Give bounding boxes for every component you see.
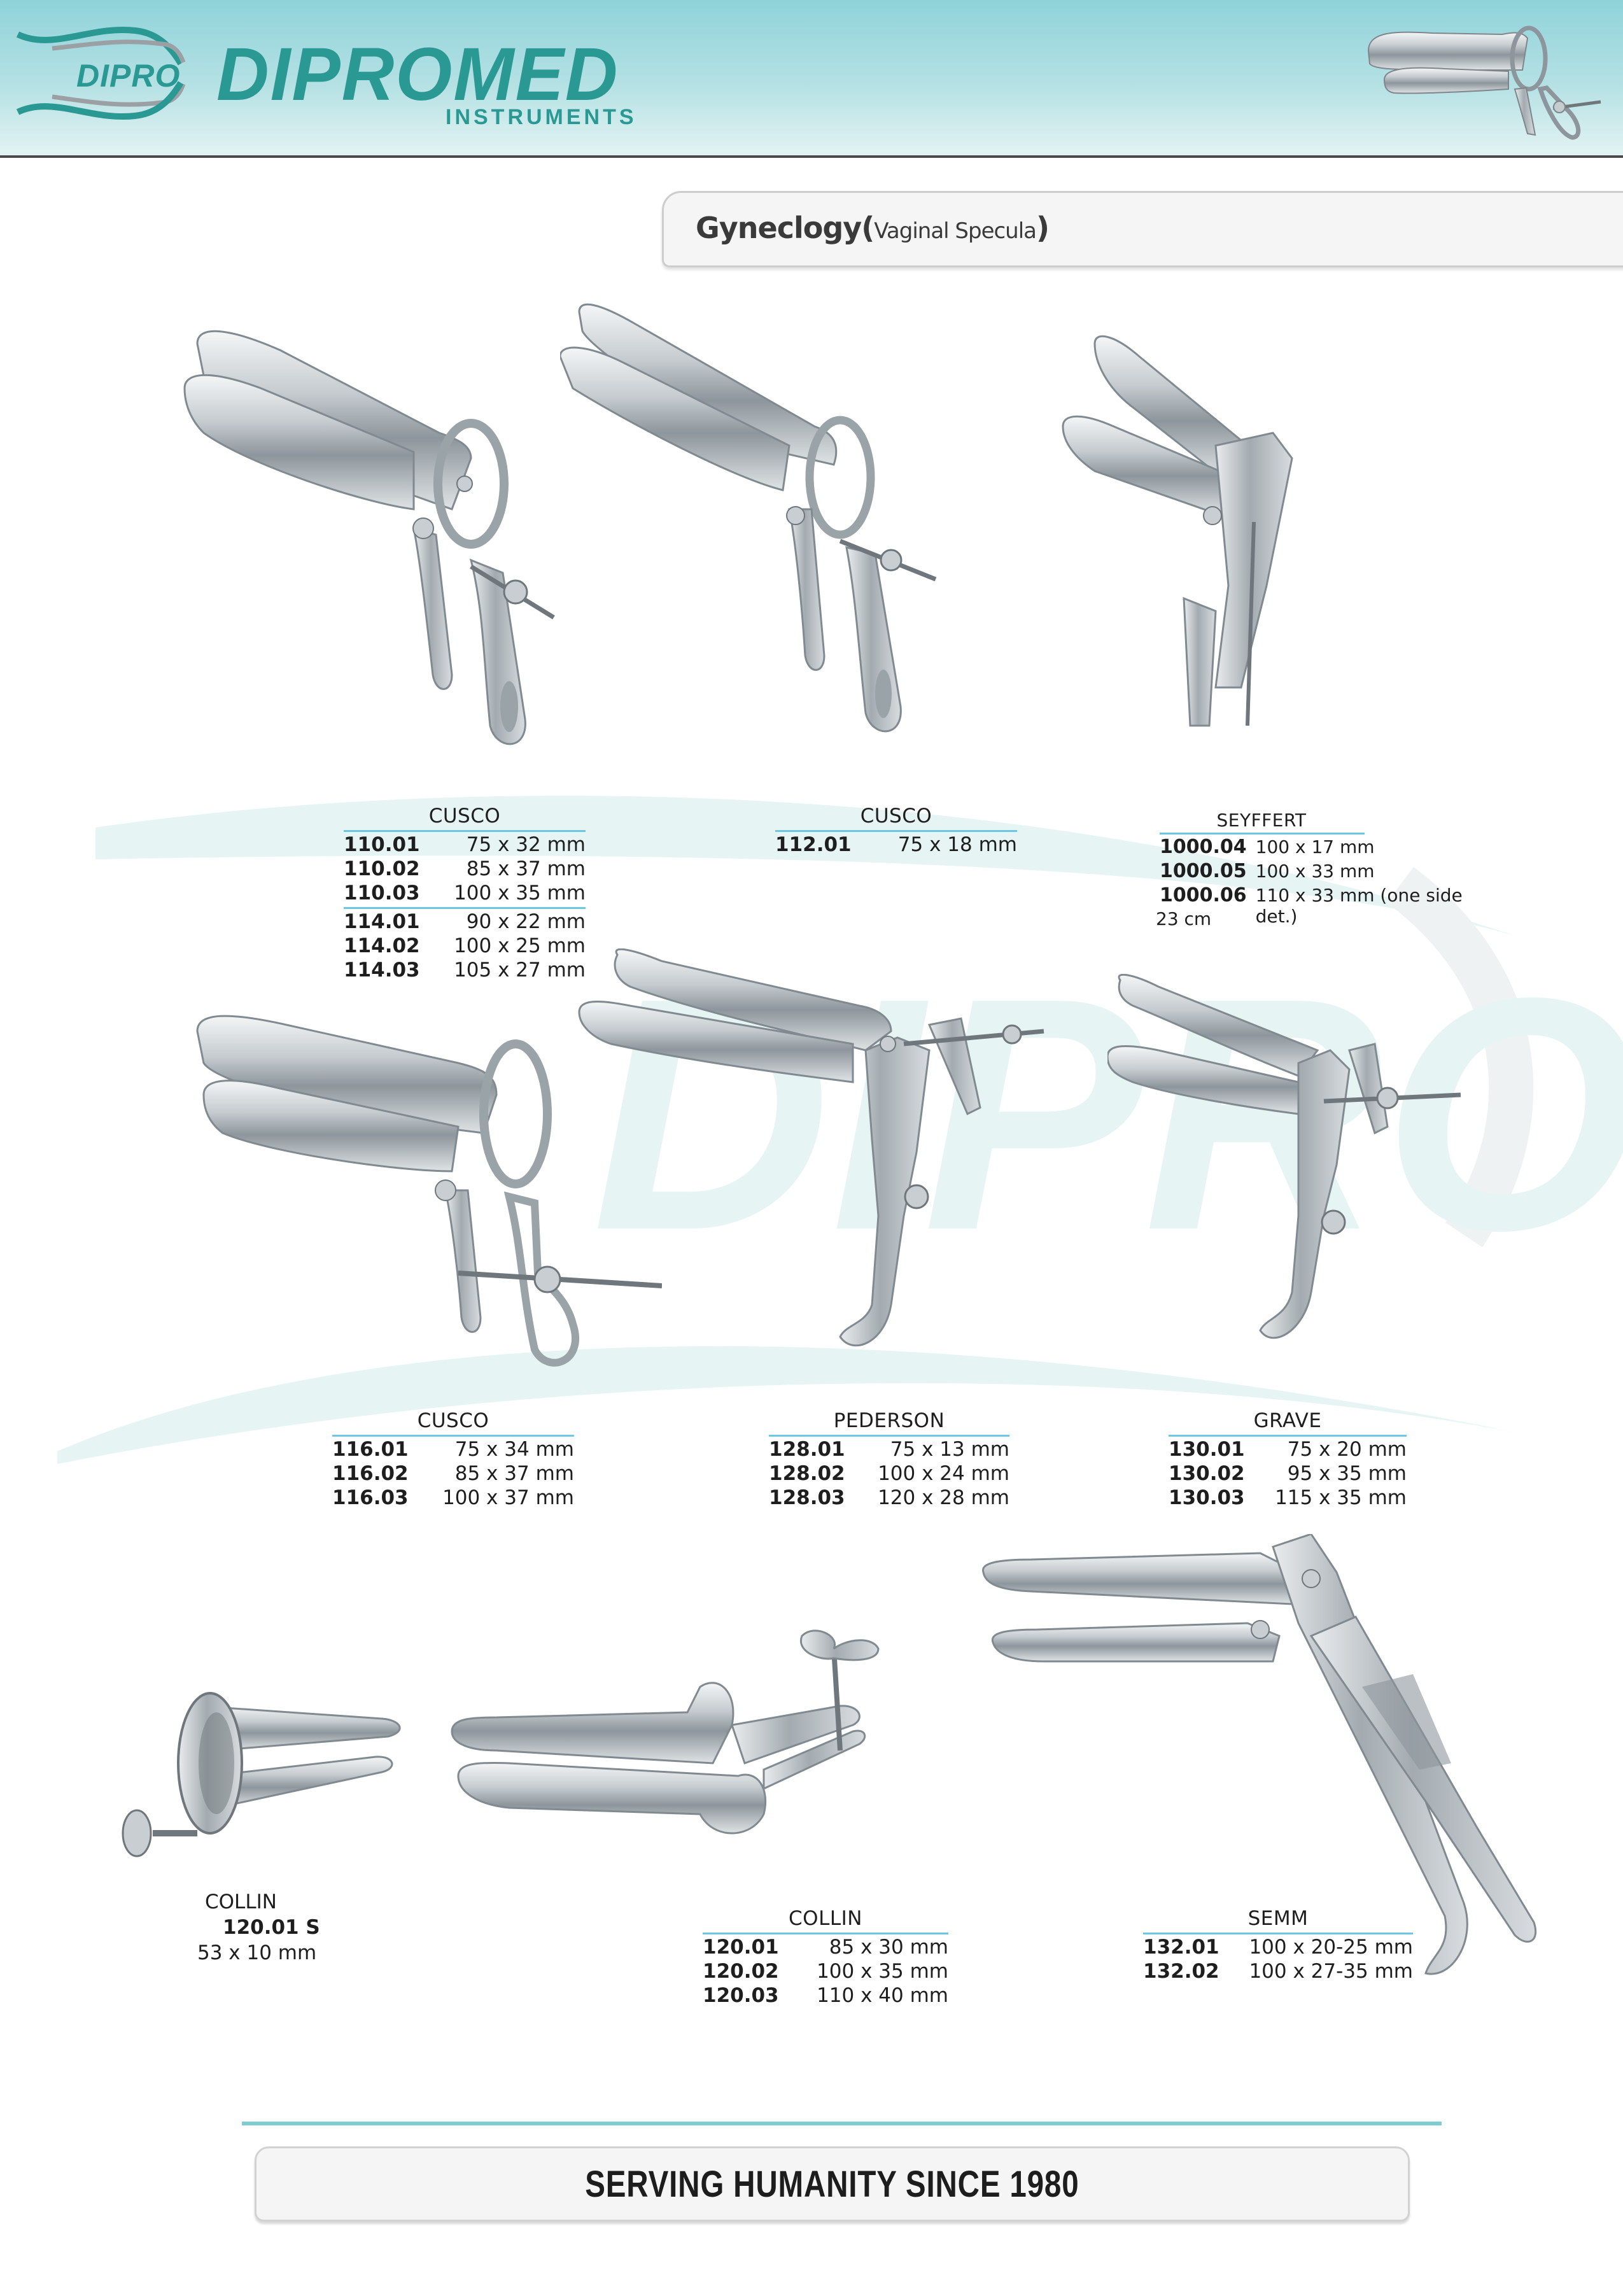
spec-rule bbox=[1160, 833, 1365, 835]
brand-name: DIPROMED bbox=[216, 32, 619, 116]
product-name: PEDERSON bbox=[833, 1409, 945, 1432]
cusco-speculum-ring-icon bbox=[196, 1015, 662, 1367]
product-name: SEYFFERT bbox=[1216, 810, 1307, 831]
cusco-speculum-icon bbox=[1367, 25, 1601, 140]
spec-rule bbox=[332, 1435, 574, 1437]
cusco-speculum-narrow-icon bbox=[560, 303, 937, 733]
product-name: SEMM bbox=[1247, 1907, 1309, 1930]
product-name: GRAVE bbox=[1253, 1409, 1322, 1432]
pederson-speculum-icon bbox=[578, 948, 1044, 1347]
product-collin-small: COLLIN 120.01 S 53 x 10 mm bbox=[197, 1889, 350, 1966]
footer-divider bbox=[242, 2122, 1442, 2125]
dipro-logo-mark: DIPRO bbox=[14, 25, 199, 121]
section-title-subtitle: Vaginal Specula bbox=[874, 218, 1037, 244]
brand-subtitle: INSTRUMENTS bbox=[446, 105, 637, 129]
footer-slogan: SERVING HUMANITY SINCE 1980 bbox=[585, 2163, 1079, 2205]
spec-rule bbox=[769, 1435, 1009, 1437]
product-name: COLLIN bbox=[205, 1891, 277, 1913]
footer-banner: SERVING HUMANITY SINCE 1980 bbox=[255, 2146, 1410, 2222]
logo-mark-text: DIPRO bbox=[76, 58, 181, 94]
product-name: CUSCO bbox=[417, 1409, 489, 1432]
spec-note: 23 cm bbox=[1156, 908, 1212, 929]
section-title-main: Gyneclogy bbox=[696, 211, 862, 245]
spec-rule bbox=[703, 1933, 948, 1934]
product-size: 53 x 10 mm bbox=[197, 1941, 317, 1964]
spec-rule bbox=[775, 830, 1017, 832]
spec-rule bbox=[1169, 1435, 1407, 1437]
grave-speculum-icon bbox=[1107, 974, 1461, 1339]
semm-speculum-icon bbox=[982, 1534, 1537, 1975]
spec-rule bbox=[344, 907, 586, 909]
collin-speculum-small-icon bbox=[122, 1692, 401, 1857]
product-name: CUSCO bbox=[860, 805, 932, 828]
product-name: CUSCO bbox=[428, 805, 501, 828]
page-header: DIPRO DIPROMED INSTRUMENTS bbox=[0, 0, 1623, 158]
spec-rule bbox=[1143, 1933, 1413, 1934]
section-title-tab: Gyneclogy(Vaginal Specula) bbox=[662, 191, 1623, 267]
spec-rule bbox=[344, 830, 586, 832]
seyffert-speculum-icon bbox=[1062, 335, 1293, 727]
wave-swoosh-icon bbox=[16, 27, 186, 120]
collin-speculum-icon bbox=[451, 1630, 880, 1835]
section-title: Gyneclogy(Vaginal Specula) bbox=[696, 211, 1050, 245]
cusco-speculum-icon bbox=[183, 330, 555, 745]
product-name: COLLIN bbox=[789, 1907, 862, 1930]
product-code: 120.01 S bbox=[223, 1916, 320, 1939]
